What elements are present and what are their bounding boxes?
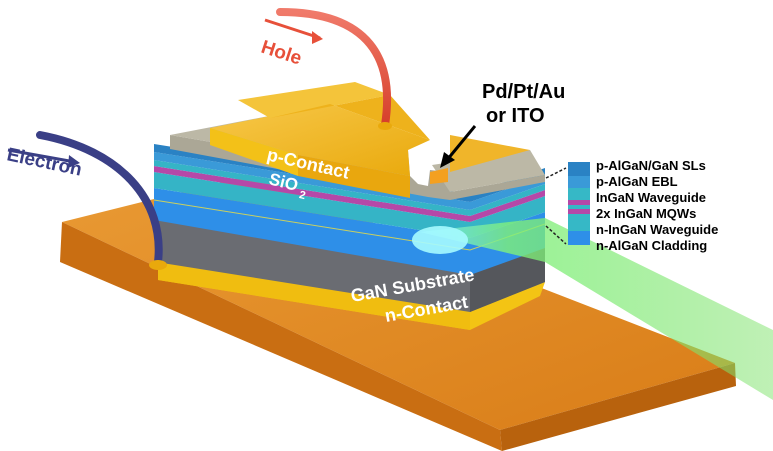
legend-swatch xyxy=(568,214,590,231)
legend-swatch xyxy=(568,176,590,188)
legend-swatch xyxy=(568,209,590,214)
legend-connector xyxy=(545,167,567,245)
legend-swatch xyxy=(568,231,590,245)
metal-label-line1: Pd/Pt/Au xyxy=(482,81,565,103)
legend-label: n-AlGaN Cladding xyxy=(596,238,707,253)
legend-label: 2x InGaN MQWs xyxy=(596,206,696,221)
electron-wire xyxy=(36,131,167,270)
legend-swatch xyxy=(568,162,590,176)
legend-label: p-AlGaN EBL xyxy=(596,174,678,189)
hole-wire xyxy=(276,8,392,130)
gan-substrate-layer xyxy=(156,215,545,312)
ridge-metal-contact xyxy=(430,168,448,184)
sink-label: Sink xyxy=(218,349,261,378)
hole-arrow-icon xyxy=(264,18,323,44)
legend-swatch-stack xyxy=(568,162,590,245)
legend-swatch xyxy=(568,200,590,205)
legend-swatch xyxy=(568,188,590,200)
legend-label: p-AlGaN/GaN SLs xyxy=(596,158,706,173)
hole-label: Hole xyxy=(258,37,304,70)
pointer-arrow-icon xyxy=(440,125,477,168)
electron-label: Electron xyxy=(5,144,84,180)
svg-text:2: 2 xyxy=(298,189,307,202)
legend-label: InGaN Waveguide xyxy=(596,190,706,205)
electron-arrow-icon xyxy=(7,148,80,168)
legend-swatch xyxy=(568,205,590,209)
legend-label: n-InGaN Waveguide xyxy=(596,222,718,237)
laser-beam xyxy=(412,218,773,400)
metal-label-line2: or ITO xyxy=(486,105,545,127)
